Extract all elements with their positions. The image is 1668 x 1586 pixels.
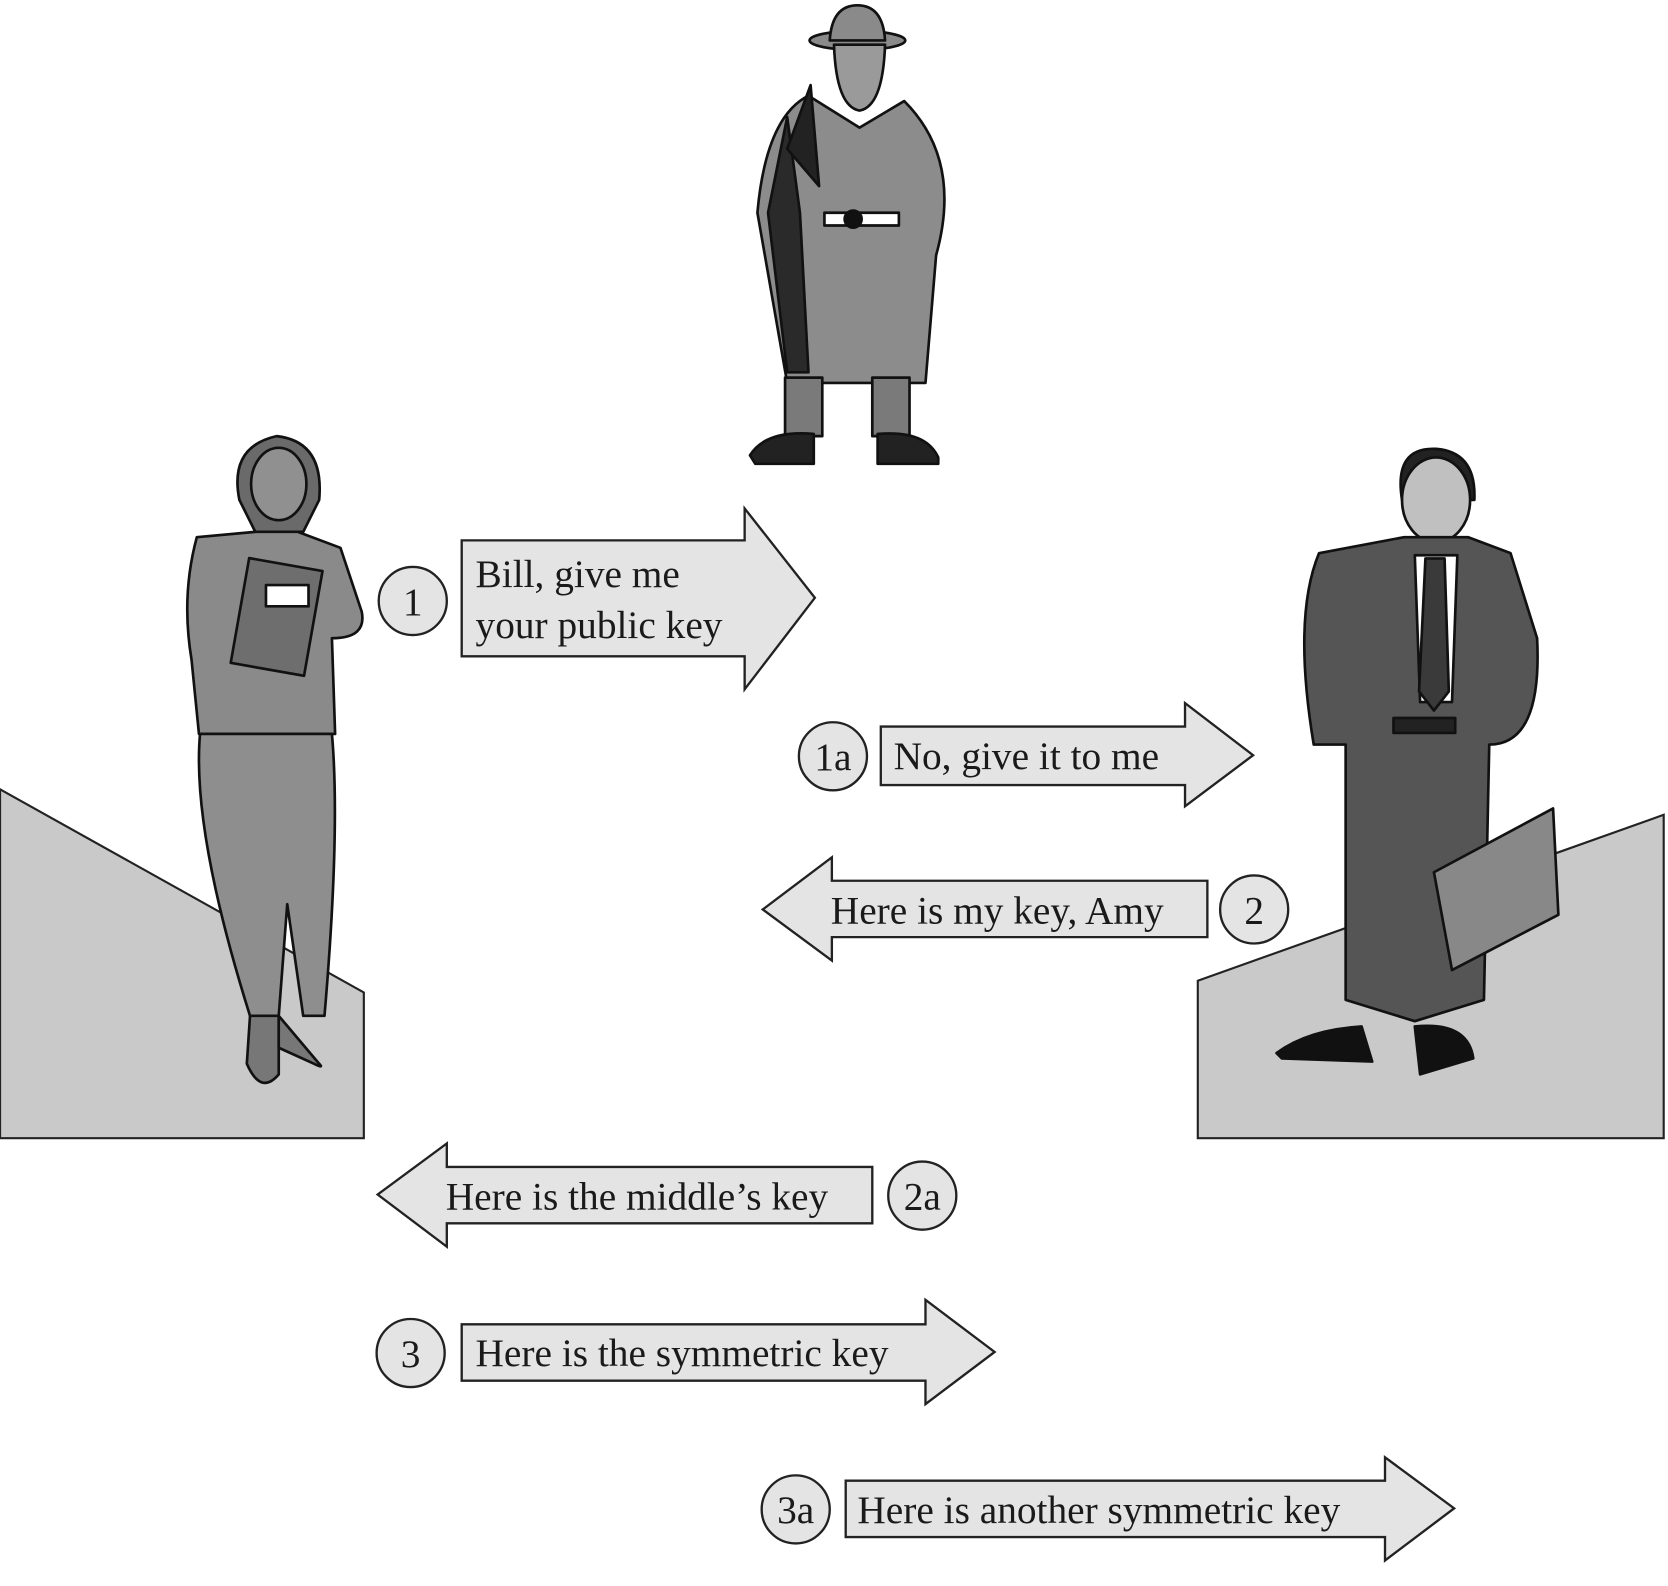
- step-badge: [760, 1474, 831, 1545]
- message-text-line2: your public key: [476, 603, 723, 647]
- step-badge: [375, 1317, 446, 1389]
- message-text: No, give it to me: [894, 734, 1160, 778]
- step-number: 3: [401, 1332, 421, 1376]
- eavesdropper-figure: [748, 3, 946, 466]
- step-number: 2: [1244, 888, 1264, 932]
- step-badge: [1218, 874, 1290, 945]
- message-3a: 3a Here is another symmetric key: [760, 1454, 1457, 1563]
- message-2: Here is my key, Amy 2: [760, 855, 1290, 963]
- right-arrow: [879, 700, 1256, 809]
- step-number: 2a: [904, 1174, 941, 1218]
- step-badge: [887, 1160, 958, 1231]
- message-text: Here is another symmetric key: [857, 1488, 1340, 1532]
- left-arrow: [760, 855, 1209, 963]
- right-arrow: [460, 1297, 997, 1407]
- message-text-line1: Bill, give me: [476, 552, 680, 596]
- message-3: 3 Here is the symmetric key: [375, 1297, 997, 1407]
- right-arrow: [460, 505, 817, 693]
- message-1a: 1a No, give it to me: [797, 700, 1256, 809]
- step-number: 1a: [814, 735, 851, 779]
- bill-figure: [1275, 447, 1560, 1076]
- message-1: 1 Bill, give me your public key: [377, 505, 817, 693]
- left-arrow: [375, 1141, 874, 1250]
- step-badge: [797, 721, 869, 792]
- message-text: Here is the middle’s key: [446, 1174, 829, 1218]
- step-number: 1: [403, 580, 423, 624]
- message-text: Here is my key, Amy: [831, 888, 1164, 932]
- step-badge: [377, 565, 448, 637]
- right-arrow: [844, 1454, 1457, 1563]
- amy-figure: [185, 434, 364, 1085]
- message-text: Here is the symmetric key: [476, 1331, 889, 1375]
- message-2a: Here is the middle’s key 2a: [375, 1141, 958, 1250]
- step-number: 3a: [777, 1488, 814, 1532]
